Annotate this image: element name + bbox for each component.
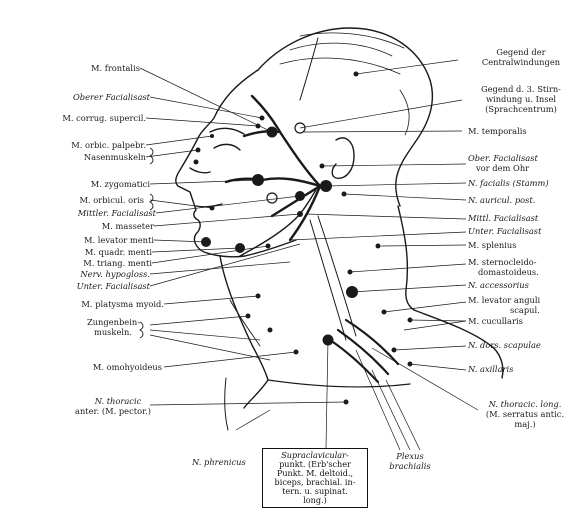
label-splenius: M. splenius xyxy=(468,241,517,250)
label-sternocleido-1: M. sternocleido- xyxy=(468,258,537,267)
label-mittl-facialisast: Mittl. Facialisast xyxy=(468,214,538,223)
label-temporalis: M. temporalis xyxy=(468,127,527,136)
label-centralwindungen-2: Centralwindungen xyxy=(466,58,576,67)
label-dors-scapulae: N. dors. scapulae xyxy=(468,341,541,350)
sternocleido-hatch xyxy=(318,216,356,336)
label-axillaris: N. axillaris xyxy=(468,365,513,374)
label-thoracic-long-1: N. thoracic. long. xyxy=(470,400,580,409)
facial-nerve-branches xyxy=(226,96,320,240)
label-oberer-facialisast: Oberer Facialisast xyxy=(73,93,150,102)
hair-strand xyxy=(290,43,392,56)
label-omohyoideus: M. omohyoideus xyxy=(93,363,162,372)
label-plexus-2: brachialis xyxy=(380,462,440,471)
label-levator-anguli-2: scapul. xyxy=(510,306,540,315)
label-platysma: M. platysma myoid. xyxy=(81,300,164,309)
label-stirnwindung-3: (Sprachcentrum) xyxy=(466,105,576,114)
label-corrug-supercil: M. corrug. supercil. xyxy=(62,114,146,123)
neck-fold xyxy=(230,300,260,346)
nose-line xyxy=(190,168,210,173)
label-thoracic-long-2: (M. serratus antic. xyxy=(470,410,580,419)
label-unter-facialisast-left: Unter. Facialisast xyxy=(77,282,150,291)
ear-outline xyxy=(332,138,354,178)
label-frontalis: M. frontalis xyxy=(91,64,140,73)
label-thoracic-anter-1: N. thoracic xyxy=(78,397,158,406)
label-phrenicus: N. phrenicus xyxy=(192,458,246,467)
label-mittler-facialisast: Mittler. Facialisast xyxy=(78,209,156,218)
label-orbic-palpebr: M. orbic. palpebr. xyxy=(71,141,146,150)
hair-strand xyxy=(280,58,400,74)
label-stirnwindung-1: Gegend d. 3. Stirn- xyxy=(466,85,576,94)
label-masseter: M. masseter xyxy=(102,222,154,231)
label-accessorius: N. accessorius xyxy=(468,281,529,290)
label-unter-facialisast-right: Unter. Facialisast xyxy=(468,227,541,236)
label-auricul-post: N. auricul. post. xyxy=(468,196,535,205)
label-nasenmuskeln: Nasenmuskeln xyxy=(84,153,146,162)
label-cucullaris: M. cucullaris xyxy=(468,317,523,326)
supraclavicular-line: long.) xyxy=(263,496,367,505)
label-levator-anguli-1: M. levator anguli xyxy=(468,296,540,305)
plexus-cord xyxy=(330,340,378,382)
label-quadr-menti: M. quadr. menti xyxy=(85,248,152,257)
eye-lid xyxy=(214,144,240,150)
label-ober-facialisast-2: vor dem Ohr xyxy=(476,164,529,173)
neck-back xyxy=(398,206,414,310)
label-ober-facialisast-1: Ober. Facialisast xyxy=(468,154,538,163)
label-plexus-1: Plexus xyxy=(380,452,440,461)
motor-points xyxy=(194,72,413,405)
label-thoracic-anter-2: anter. (M. pector.) xyxy=(68,407,158,416)
label-centralwindungen-1: Gegend der xyxy=(466,48,576,57)
label-n-facialis: N. facialis (Stamm) xyxy=(468,179,549,188)
leader-lines xyxy=(140,60,478,450)
hair-strand xyxy=(400,90,409,135)
label-nerv-hypogloss: Nerv. hypogloss. xyxy=(80,270,150,279)
eye-brow xyxy=(210,128,244,134)
label-stirnwindung-2: windung u. Insel xyxy=(466,95,576,104)
label-thoracic-long-3: maj.) xyxy=(470,420,580,429)
central-sulcus xyxy=(300,38,318,100)
head-outline xyxy=(176,70,296,257)
label-zungenbein-2: muskeln. xyxy=(94,328,132,337)
label-triang-menti: M. triang. menti xyxy=(83,259,152,268)
label-zungenbein-1: Zungenbein- xyxy=(87,318,140,327)
label-orbicul-oris: M. orbicul. oris xyxy=(80,196,145,205)
label-zygomatici: M. zygomatici xyxy=(91,180,150,189)
supraclavicular-box: Supraclavicular- punkt. (Erb'scher Punkt… xyxy=(262,448,368,508)
label-levator-menti: M. levator menti xyxy=(84,236,154,245)
label-sternocleido-2: domastoideus. xyxy=(478,268,539,277)
